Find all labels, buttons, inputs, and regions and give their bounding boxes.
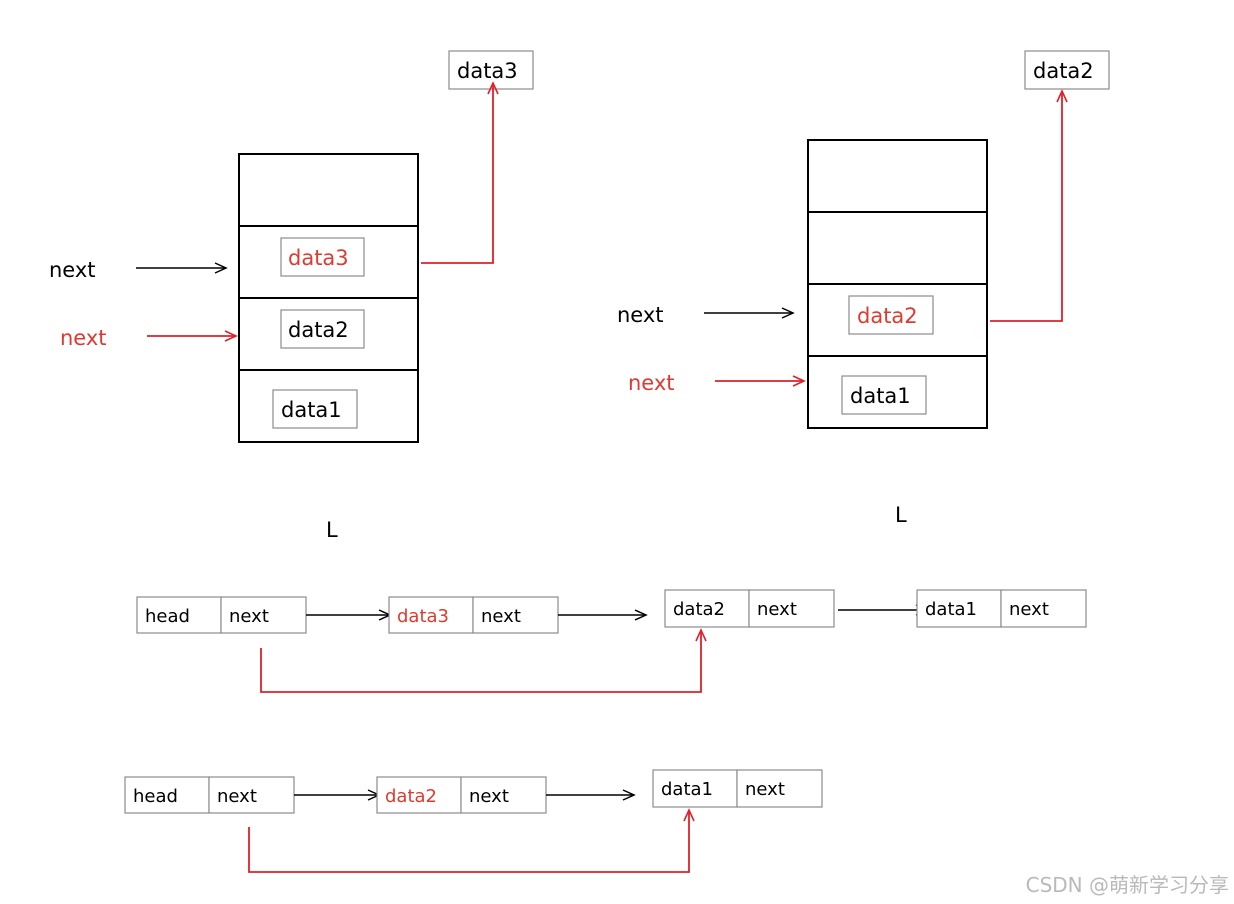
list1-node1-next-label: next	[481, 606, 521, 627]
left-data3-to-top-arrow	[421, 81, 499, 264]
linked-list-1: head next data3 next data2 next data1 ne…	[136, 589, 1087, 693]
list1-head-next-label: next	[229, 606, 269, 627]
list2-head-cell	[124, 776, 210, 814]
list2-node1-next-label: next	[469, 786, 509, 807]
list1-node2-data-cell	[664, 589, 750, 628]
list1-node2-next-label: next	[757, 599, 797, 620]
right-pointer-black-label: next	[617, 303, 664, 327]
list2-node1-next-cell	[460, 776, 547, 814]
list1-node2-next-cell	[748, 589, 835, 628]
list1-red-bypass-arrow	[260, 628, 707, 693]
list2-node2-data-cell	[652, 769, 738, 808]
list2-head-next-label: next	[217, 786, 257, 807]
list2-node1-data-cell	[376, 776, 462, 814]
right-stack: data2 data1 data2 next next L	[617, 50, 1110, 527]
left-stack-data2-box	[280, 309, 365, 349]
list2-node2-data-label: data1	[661, 779, 713, 800]
right-stack-data1-box	[841, 375, 927, 415]
left-pointer-black-label: next	[49, 258, 96, 282]
list1-head-cell	[136, 596, 222, 634]
right-pointer-red-label: next	[628, 371, 675, 395]
list1-head-label: head	[145, 606, 190, 627]
list1-node3-data-label: data1	[925, 599, 977, 620]
left-stack-data2-label: data2	[288, 318, 349, 342]
right-top-data2-label: data2	[1033, 59, 1094, 83]
left-pointer-red-label: next	[60, 326, 107, 350]
list1-node2-data-label: data2	[673, 599, 725, 620]
list1-node1-next-cell	[472, 596, 559, 634]
right-stack-empty-cell-1	[807, 139, 988, 213]
right-top-data2-box	[1024, 50, 1110, 90]
left-stack-caption: L	[326, 518, 338, 542]
right-stack-data2-box	[848, 295, 934, 335]
right-stack-data1-label: data1	[850, 384, 911, 408]
list1-node1-data-cell	[388, 596, 474, 634]
list2-head-label: head	[133, 786, 178, 807]
right-stack-data2-label: data2	[857, 304, 918, 328]
left-stack-data1-box	[272, 389, 358, 429]
list2-node2-next-cell	[736, 769, 823, 808]
watermark-text: CSDN @萌新学习分享	[1026, 873, 1229, 897]
left-stack: data3 data2 data1 data3 next next L	[49, 50, 534, 542]
left-stack-data3-label: data3	[288, 246, 349, 270]
list1-node1-data-label: data3	[397, 606, 449, 627]
linked-list-2: head next data2 next data1 next	[124, 769, 823, 873]
left-stack-empty-cell	[238, 153, 419, 227]
left-stack-data3-box	[280, 237, 365, 277]
list1-head-next-cell	[220, 596, 307, 634]
right-stack-caption: L	[895, 503, 907, 527]
right-data2-to-top-arrow	[990, 89, 1068, 322]
list2-node2-next-label: next	[745, 779, 785, 800]
list2-head-next-cell	[208, 776, 295, 814]
list2-node1-data-label: data2	[385, 786, 437, 807]
list2-red-bypass-arrow	[248, 808, 695, 873]
list1-node3-data-cell	[916, 589, 1002, 628]
list1-node3-next-label: next	[1009, 599, 1049, 620]
left-top-data3-label: data3	[457, 59, 518, 83]
right-stack-empty-cell-2	[807, 211, 988, 285]
left-stack-data1-label: data1	[281, 398, 342, 422]
list1-node3-next-cell	[1000, 589, 1087, 628]
